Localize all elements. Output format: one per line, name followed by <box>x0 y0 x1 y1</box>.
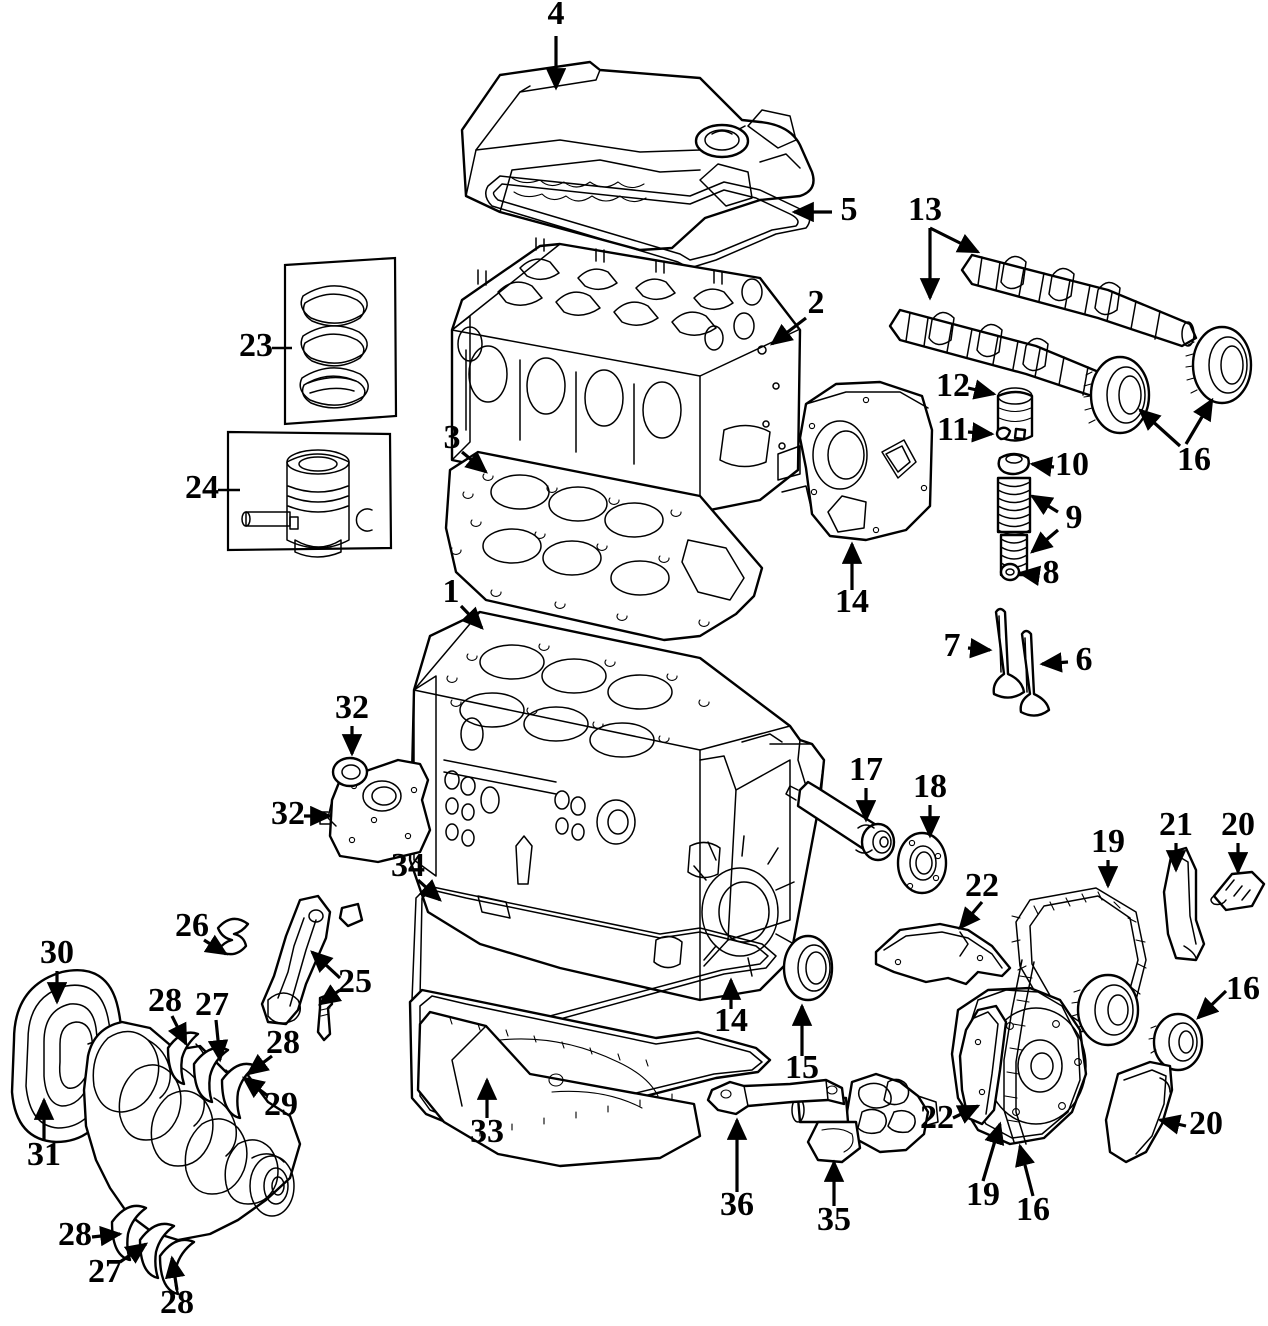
callout-number-thrust-washer: 27 <box>195 986 229 1023</box>
part-valve-stem-seal <box>999 562 1021 582</box>
callout-number-rod-bolt: 25 <box>338 963 372 1000</box>
callout-number-crank-sprocket-lower: 16 <box>1016 1191 1050 1228</box>
callout-number-pulley-bolt: 31 <box>27 1136 61 1173</box>
callout-number-camshaft: 13 <box>908 191 942 228</box>
callout-number-timing-chain: 19 <box>1091 823 1125 860</box>
part-cylinder-block <box>408 610 826 1002</box>
part-chain-guide <box>1162 846 1206 962</box>
callout-number-chain-tensioner-bolt: 20 <box>1221 806 1255 843</box>
part-camshaft-upper <box>960 253 1198 348</box>
part-crank-sprocket-small <box>1148 1012 1204 1072</box>
callout-number-cylinder-head: 2 <box>808 284 825 321</box>
callout-number-timing-chain-lower: 19 <box>966 1176 1000 1213</box>
callout-number-rod-bearing: 26 <box>175 907 209 944</box>
callout-number-chain-guide-rail-lower: 22 <box>920 1099 954 1136</box>
callout-number-balance-shaft: 17 <box>849 751 883 788</box>
part-valve-cover <box>460 60 815 252</box>
callout-number-rear-cover: 14 <box>714 1002 748 1039</box>
callout-number-main-bearing: 28 <box>266 1024 300 1061</box>
callout-number-oil-pan: 33 <box>470 1113 504 1150</box>
callout-number-intake-valve: 7 <box>944 627 961 664</box>
part-valve-spring-outer <box>996 476 1032 536</box>
callout-number-valve-cover: 4 <box>548 0 565 32</box>
part-front-crank-seal <box>331 756 369 788</box>
callout-number-rear-main-seal: 15 <box>785 1049 819 1086</box>
callout-number-main-bearing-lower-2: 28 <box>160 1284 194 1321</box>
callout-number-chain-guide: 21 <box>1159 806 1193 843</box>
callout-number-camshaft-sprocket: 16 <box>1177 441 1211 478</box>
part-spring-retainer <box>997 452 1030 476</box>
callout-number-oil-pickup-tube: 36 <box>720 1186 754 1223</box>
part-intake-valve <box>992 607 1026 699</box>
part-cam-sprocket-b <box>1185 325 1253 405</box>
part-balance-shaft-flange <box>896 831 948 895</box>
callout-number-timing-cover: 14 <box>835 583 869 620</box>
part-chain-guide-rail-lower <box>958 1004 1008 1126</box>
part-oil-pan <box>408 988 772 1168</box>
callout-number-valve-spring-retainer: 10 <box>1055 446 1089 483</box>
callout-number-valve-lifter: 12 <box>936 367 970 404</box>
callout-number-valve-stem-seal: 8 <box>1043 554 1060 591</box>
callout-number-piston-and-pin: 24 <box>185 469 219 506</box>
callout-number-valve-cover-gasket: 5 <box>841 191 858 228</box>
leader-lines <box>33 36 1249 1291</box>
callout-number-crankshaft: 29 <box>264 1086 298 1123</box>
callout-number-cylinder-block: 1 <box>443 573 460 610</box>
callout-number-valve-keeper: 11 <box>937 411 969 448</box>
part-cylinder-head <box>450 237 802 514</box>
callout-number-valve-springs: 9 <box>1066 499 1083 536</box>
callout-number-piston-ring-set: 23 <box>239 327 273 364</box>
callout-number-chain-tensioner-arm: 20 <box>1189 1105 1223 1142</box>
part-cam-sprocket-a <box>1083 355 1151 435</box>
part-connecting-rod <box>260 894 364 1026</box>
callout-number-crank-sprocket: 16 <box>1226 970 1260 1007</box>
part-timing-chain-lower <box>1003 959 1035 1145</box>
callout-number-balance-shaft-flange: 18 <box>913 768 947 805</box>
part-rod-bearing <box>216 917 250 956</box>
part-oil-pickup-tube <box>706 1078 846 1116</box>
part-timing-cover-upper <box>777 380 934 542</box>
callout-number-exhaust-valve: 6 <box>1076 641 1093 678</box>
callout-number-main-bearing-lower: 28 <box>58 1216 92 1253</box>
part-oil-pump <box>791 1072 939 1164</box>
callout-number-front-cover-plate: 32 <box>271 795 305 832</box>
callout-number-oil-pump: 35 <box>817 1201 851 1238</box>
callout-number-crank-pulley: 30 <box>40 934 74 971</box>
callout-number-oil-pan-gasket: 34 <box>391 847 425 884</box>
part-head-gasket <box>444 450 764 642</box>
part-piston-ring-set <box>283 256 398 426</box>
part-chain-tensioner-arm <box>1104 1060 1174 1164</box>
callout-number-main-bearing-upper: 28 <box>148 982 182 1019</box>
part-valve-keepers <box>995 426 1027 441</box>
part-chain-tensioner-bolt <box>1210 870 1266 912</box>
callout-number-head-gasket: 3 <box>444 419 461 456</box>
callout-number-chain-guide-rail: 22 <box>965 867 999 904</box>
part-balance-shaft <box>785 780 896 862</box>
callout-number-front-crank-seal: 32 <box>335 689 369 726</box>
part-piston-and-pin <box>226 430 393 558</box>
callout-number-thrust-washer-lower: 27 <box>88 1253 122 1290</box>
part-rear-main-seal <box>782 934 834 1002</box>
part-crank-sprocket-upper <box>1071 973 1140 1047</box>
part-exhaust-valve <box>1019 629 1051 717</box>
part-chain-guide-rail-upper <box>874 922 1012 986</box>
